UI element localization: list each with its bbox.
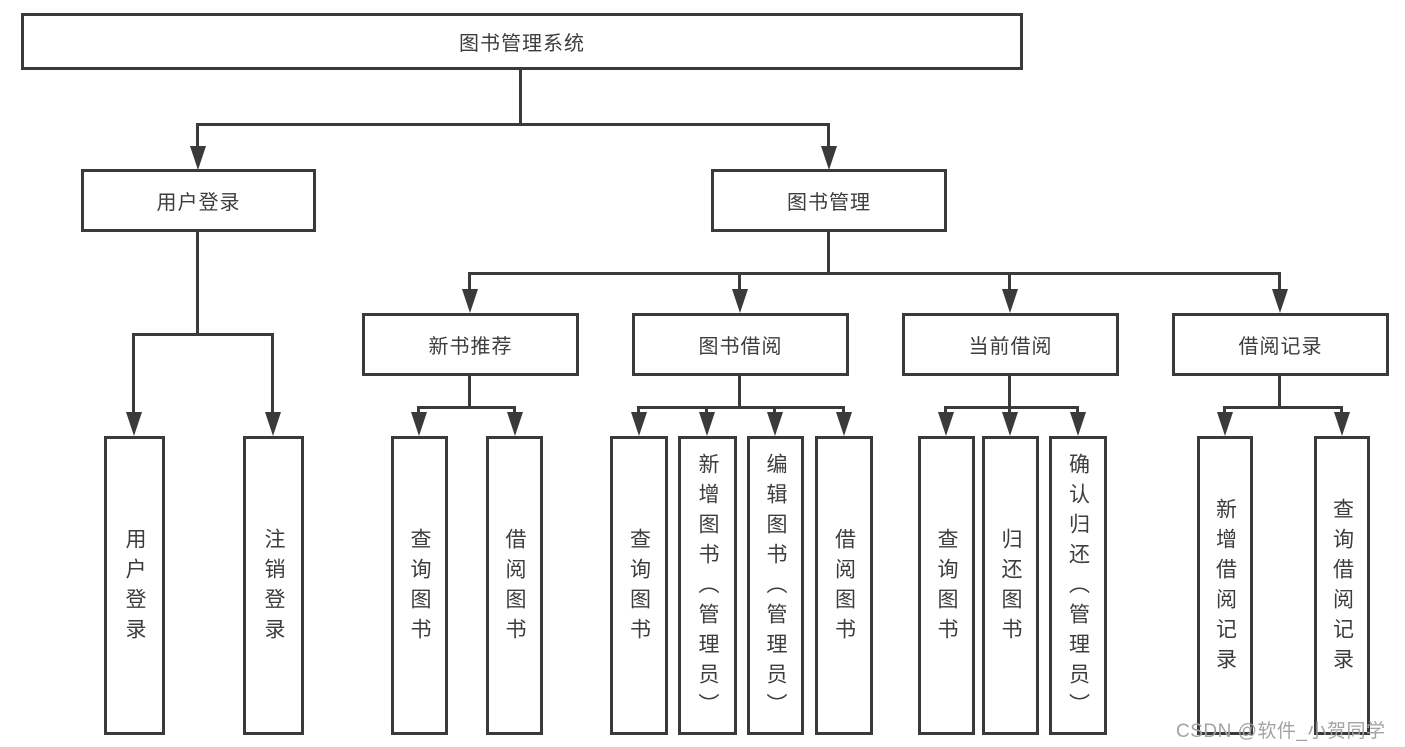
leaf-return-book: 归还图书 bbox=[982, 436, 1039, 735]
branch-user-login-label: 用户登录 bbox=[156, 192, 241, 214]
leaf-label: 归还图书 bbox=[999, 527, 1022, 648]
root-box: 图书管理系统 bbox=[21, 13, 1023, 70]
arrow-down-icon bbox=[1272, 289, 1288, 313]
branch-user-login: 用户登录 bbox=[81, 169, 316, 232]
connector bbox=[468, 272, 1281, 275]
leaf-label: 编辑图书（管理员） bbox=[764, 452, 787, 723]
leaf-label: 新增图书（管理员） bbox=[696, 452, 719, 723]
connector bbox=[1008, 406, 1011, 415]
leaf-query-book: 查询图书 bbox=[391, 436, 448, 735]
arrow-down-icon bbox=[938, 412, 954, 436]
arrow-down-icon bbox=[126, 412, 142, 436]
leaf-label: 查询图书 bbox=[408, 527, 431, 648]
connector bbox=[1278, 376, 1281, 409]
connector bbox=[637, 406, 640, 415]
leaf-label: 新增借阅记录 bbox=[1213, 497, 1237, 678]
connector bbox=[1008, 272, 1011, 292]
connector bbox=[468, 376, 471, 409]
arrow-down-icon bbox=[507, 412, 523, 436]
csdn-watermark: CSDN @软件_小贺同学 bbox=[1176, 721, 1386, 742]
leaf-logout: 注销登录 bbox=[243, 436, 304, 735]
connector bbox=[196, 123, 830, 126]
connector bbox=[196, 232, 199, 336]
arrow-down-icon bbox=[699, 412, 715, 436]
arrow-down-icon bbox=[1217, 412, 1233, 436]
connector bbox=[637, 406, 845, 409]
section-label: 新书推荐 bbox=[428, 336, 513, 358]
leaf-label: 确认归还（管理员） bbox=[1066, 452, 1090, 723]
connector bbox=[944, 406, 947, 415]
leaf-borrow-book: 借阅图书 bbox=[815, 436, 873, 735]
arrow-down-icon bbox=[631, 412, 647, 436]
connector bbox=[738, 376, 741, 409]
leaf-label: 借阅图书 bbox=[832, 527, 856, 648]
leaf-confirm-return-admin: 确认归还（管理员） bbox=[1049, 436, 1107, 735]
section-label: 借阅记录 bbox=[1238, 336, 1323, 358]
connector bbox=[827, 123, 830, 148]
section-label: 当前借阅 bbox=[968, 336, 1053, 358]
branch-book-manage: 图书管理 bbox=[711, 169, 947, 232]
root-label: 图书管理系统 bbox=[459, 33, 585, 55]
connector bbox=[1340, 406, 1343, 415]
arrow-down-icon bbox=[1070, 412, 1086, 436]
connector bbox=[1223, 406, 1226, 415]
leaf-label: 查询图书 bbox=[627, 527, 651, 648]
connector bbox=[1278, 272, 1281, 292]
connector bbox=[513, 406, 516, 415]
arrow-down-icon bbox=[836, 412, 852, 436]
connector bbox=[1008, 376, 1011, 409]
branch-book-manage-label: 图书管理 bbox=[787, 192, 871, 214]
arrow-down-icon bbox=[462, 289, 478, 313]
section-book-borrow: 图书借阅 bbox=[632, 313, 849, 376]
leaf-borrow-book: 借阅图书 bbox=[486, 436, 543, 735]
leaf-label: 用户登录 bbox=[123, 527, 146, 648]
leaf-add-borrow-record: 新增借阅记录 bbox=[1197, 436, 1253, 735]
arrow-down-icon bbox=[767, 412, 783, 436]
arrow-down-icon bbox=[265, 412, 281, 436]
leaf-query-book: 查询图书 bbox=[918, 436, 975, 735]
connector bbox=[417, 406, 420, 415]
arrow-down-icon bbox=[190, 146, 206, 170]
connector bbox=[132, 333, 135, 415]
connector bbox=[1076, 406, 1079, 415]
connector bbox=[468, 272, 471, 292]
connector bbox=[827, 232, 830, 275]
connector bbox=[705, 406, 708, 415]
connector bbox=[132, 333, 274, 336]
connector bbox=[842, 406, 845, 415]
connector bbox=[944, 406, 1078, 409]
leaf-edit-book-admin: 编辑图书（管理员） bbox=[747, 436, 804, 735]
leaf-user-login: 用户登录 bbox=[104, 436, 165, 735]
leaf-label: 查询借阅记录 bbox=[1330, 497, 1354, 678]
leaf-label: 借阅图书 bbox=[503, 527, 526, 648]
leaf-label: 注销登录 bbox=[262, 527, 285, 648]
connector bbox=[196, 123, 199, 148]
section-new-book: 新书推荐 bbox=[362, 313, 579, 376]
leaf-query-book: 查询图书 bbox=[610, 436, 668, 735]
section-current-borrow: 当前借阅 bbox=[902, 313, 1119, 376]
arrow-down-icon bbox=[732, 289, 748, 313]
arrow-down-icon bbox=[1002, 412, 1018, 436]
leaf-add-book-admin: 新增图书（管理员） bbox=[678, 436, 737, 735]
connector bbox=[417, 406, 516, 409]
leaf-label: 查询图书 bbox=[935, 527, 958, 648]
connector bbox=[271, 333, 274, 415]
section-borrow-record: 借阅记录 bbox=[1172, 313, 1389, 376]
connector bbox=[773, 406, 776, 415]
arrow-down-icon bbox=[1002, 289, 1018, 313]
connector bbox=[519, 69, 522, 124]
arrow-down-icon bbox=[411, 412, 427, 436]
leaf-query-borrow-record: 查询借阅记录 bbox=[1314, 436, 1370, 735]
connector bbox=[738, 272, 741, 292]
section-label: 图书借阅 bbox=[698, 336, 783, 358]
connector bbox=[1223, 406, 1343, 409]
arrow-down-icon bbox=[821, 146, 837, 170]
arrow-down-icon bbox=[1334, 412, 1350, 436]
